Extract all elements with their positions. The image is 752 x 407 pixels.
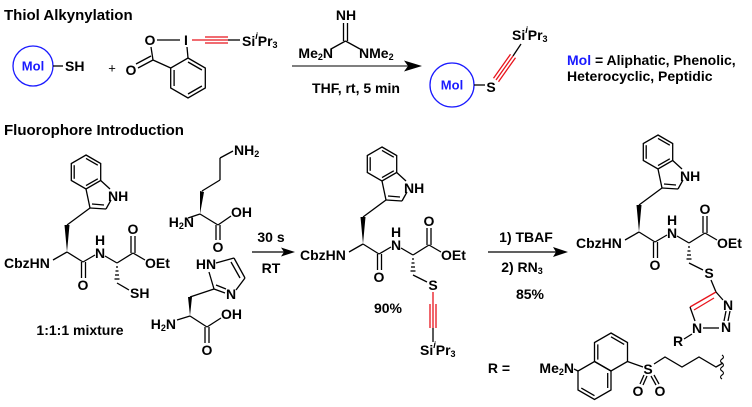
histidine-h2n: H2N bbox=[151, 316, 176, 333]
ornithine: H2N NH2 O OH bbox=[169, 142, 260, 255]
r-definition-label: R = bbox=[488, 360, 510, 376]
ornithine-carbonyl-o: O bbox=[213, 239, 224, 255]
product-tips: SiiPr3 bbox=[512, 25, 548, 44]
triazole-ring: N N N R bbox=[673, 279, 733, 349]
iodine: I bbox=[184, 32, 188, 48]
mol-label: Mol bbox=[22, 59, 44, 74]
imine-nh: NH bbox=[336, 7, 356, 23]
step1-time: 30 s bbox=[257, 229, 284, 245]
carbonyl-oxygen: O bbox=[126, 62, 137, 78]
yield-2: 85% bbox=[516, 286, 545, 302]
histidine-carbonyl-o: O bbox=[202, 342, 213, 358]
wavy-bond-icon bbox=[719, 354, 725, 380]
product-sulfur: S bbox=[486, 79, 495, 95]
imidazole-n: N bbox=[226, 286, 236, 302]
reaction-arrow-2 bbox=[252, 247, 295, 257]
oet-label: OEt bbox=[145, 255, 170, 271]
ornithine-nh2: NH2 bbox=[234, 142, 259, 159]
ester-carbonyl-oxygen: O bbox=[700, 201, 711, 217]
indole-nh: NH bbox=[108, 188, 128, 204]
triazole-n3: N bbox=[723, 297, 733, 313]
ester-carbonyl-oxygen: O bbox=[424, 213, 435, 229]
ester-carbonyl-oxygen: O bbox=[128, 221, 139, 237]
oet-label: OEt bbox=[441, 247, 466, 263]
reaction-arrow-3 bbox=[488, 247, 568, 257]
amide-n: N bbox=[667, 225, 677, 241]
dansyl-group: Me2N S O O bbox=[539, 332, 725, 401]
oet-label: OEt bbox=[717, 235, 742, 251]
thiol-substrate: Mol SH bbox=[12, 45, 84, 87]
amide-h: H bbox=[667, 212, 677, 228]
ornithine-h2n: H2N bbox=[169, 214, 194, 231]
r-group: R bbox=[673, 333, 683, 349]
thioether-s: S bbox=[428, 277, 437, 293]
histidine: H2N HN N O OH bbox=[151, 256, 246, 358]
product-mol-label: Mol bbox=[441, 78, 463, 93]
sulfonyl-o-1: O bbox=[633, 383, 644, 399]
dipeptide-thiol: CbzHN NH O N H O OEt SH bbox=[4, 154, 170, 301]
ornithine-oh: OH bbox=[231, 204, 252, 220]
indole-nh: NH bbox=[680, 168, 700, 184]
indole-nh: NH bbox=[404, 180, 424, 196]
triazole-n2: N bbox=[721, 319, 731, 335]
hashed-bond bbox=[114, 266, 120, 280]
right-nme2: NMe2 bbox=[359, 45, 394, 62]
amide-n: N bbox=[391, 237, 401, 253]
sulfonyl-o-2: O bbox=[655, 383, 666, 399]
imidazole-hn: HN bbox=[196, 256, 216, 272]
ring-oxygen: O bbox=[145, 32, 156, 48]
plus-sign: + bbox=[108, 61, 116, 76]
thioether-s: S bbox=[704, 265, 713, 281]
left-nme2: Me2N bbox=[298, 45, 333, 62]
cbzhn-label: CbzHN bbox=[300, 247, 346, 263]
step1-temp: RT bbox=[262, 260, 281, 276]
sh-label: SH bbox=[65, 58, 84, 74]
triazole-n1: N bbox=[692, 320, 702, 336]
scope-line-2: Heterocyclic, Peptidic bbox=[567, 68, 713, 84]
amide-h: H bbox=[391, 224, 401, 240]
tips-group: SiiPr3 bbox=[420, 340, 456, 359]
amide-h: H bbox=[95, 232, 105, 248]
dipeptide-alkynylated: CbzHN NH O N H O OEt S SiiPr3 bbox=[300, 146, 466, 359]
amide-oxygen: O bbox=[650, 257, 661, 273]
section-title-thiol-alkynylation: Thiol Alkynylation bbox=[4, 7, 133, 24]
amide-n: N bbox=[95, 245, 105, 261]
histidine-oh: OH bbox=[221, 306, 242, 322]
tips-group: SiiPr3 bbox=[242, 31, 278, 50]
amide-oxygen: O bbox=[374, 269, 385, 285]
thiol-sh: SH bbox=[130, 285, 149, 301]
step2-tbaf: 1) TBAF bbox=[499, 229, 553, 245]
dipeptide-triazole-product: CbzHN NH O N H O OEt S bbox=[576, 134, 742, 281]
cbzhn-label: CbzHN bbox=[576, 235, 622, 251]
alkynylated-product: Mol S SiiPr3 bbox=[429, 25, 548, 108]
mixture-label: 1:1:1 mixture bbox=[36, 322, 123, 338]
scope-line-1: Mol = Aliphatic, Phenolic, bbox=[567, 52, 736, 68]
sulfonyl-s: S bbox=[643, 361, 652, 377]
reaction-conditions: THF, rt, 5 min bbox=[312, 80, 400, 96]
guanidine-base: NH Me2N NMe2 bbox=[298, 7, 393, 62]
reaction-arrow-1 bbox=[292, 60, 422, 72]
cbzhn-label: CbzHN bbox=[4, 255, 50, 271]
step2-azide: 2) RN3 bbox=[501, 259, 543, 276]
yield-1: 90% bbox=[374, 300, 403, 316]
amide-oxygen: O bbox=[78, 277, 89, 293]
tips-ebx-reagent: O I O SiiPr3 bbox=[126, 31, 278, 99]
section-title-fluorophore-introduction: Fluorophore Introduction bbox=[4, 122, 184, 139]
dimethylamino: Me2N bbox=[539, 360, 574, 377]
